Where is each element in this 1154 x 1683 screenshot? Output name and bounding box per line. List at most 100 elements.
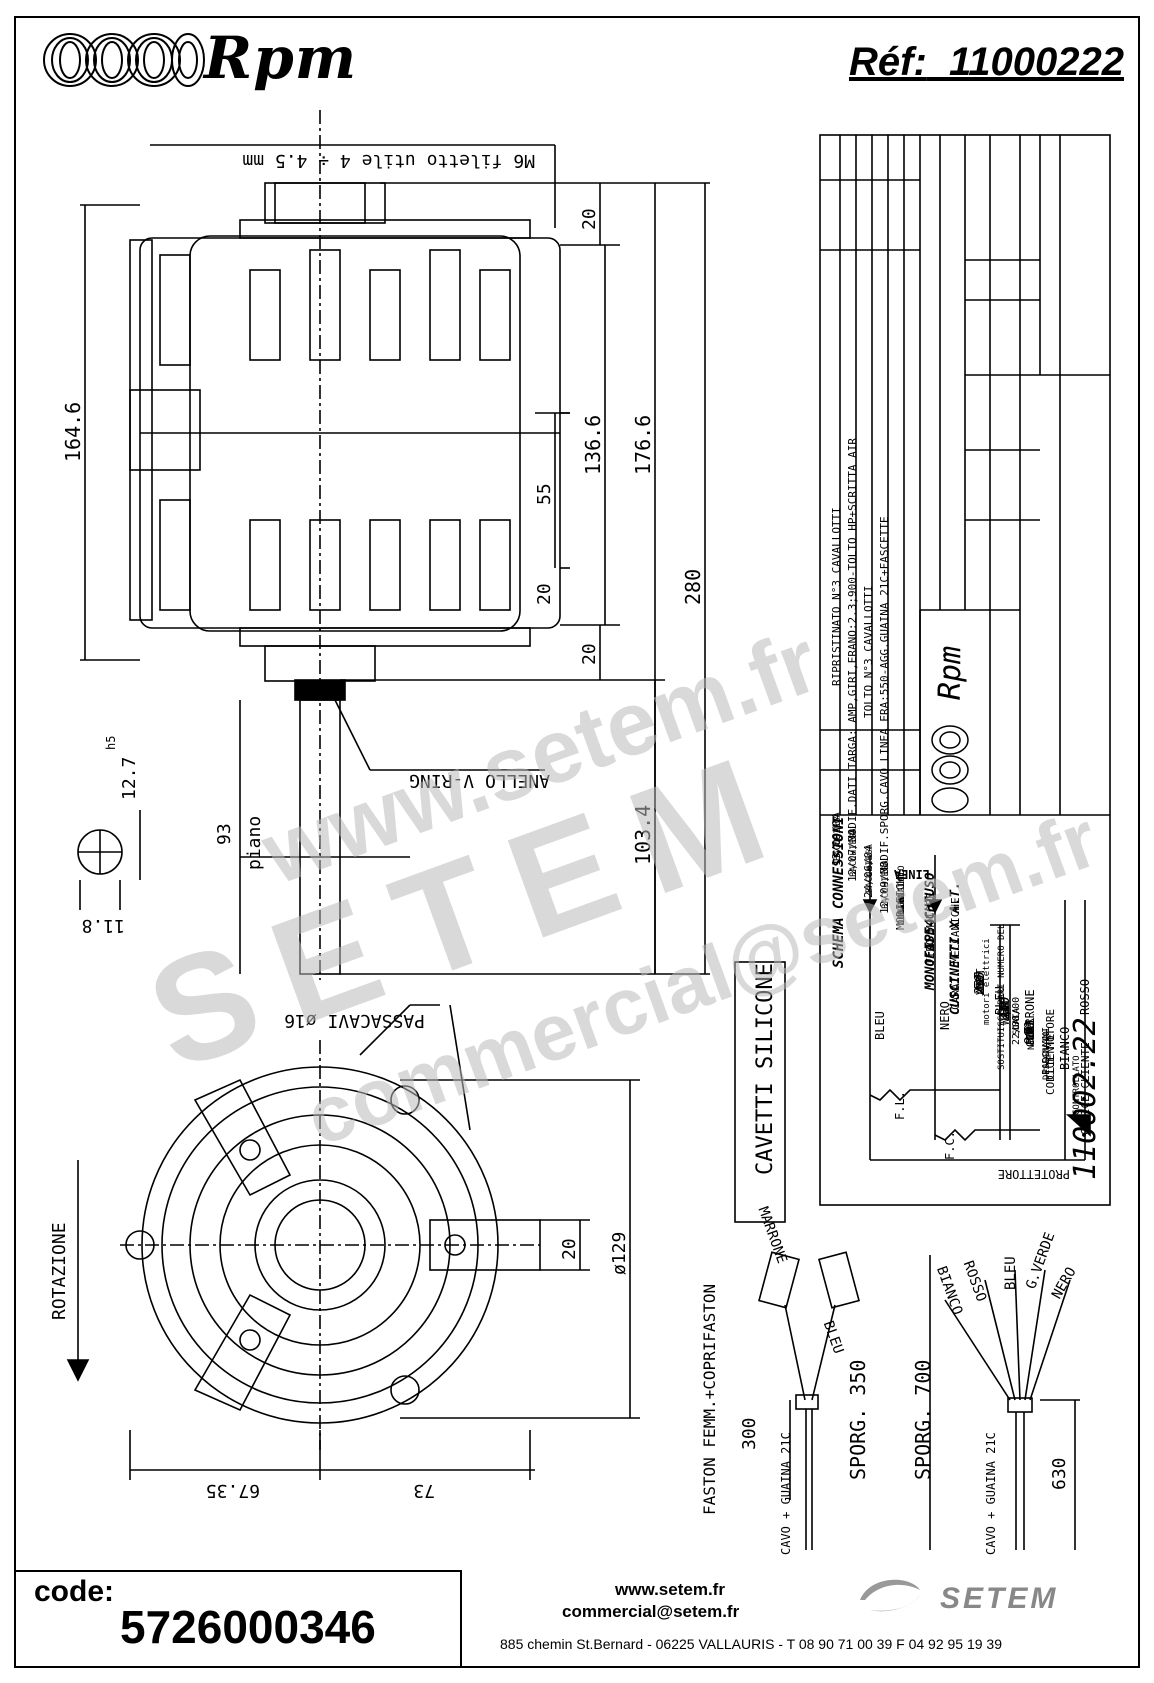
dim-11-8: 11.8 xyxy=(82,915,125,936)
code-value: 5726000346 xyxy=(120,1601,376,1653)
controllato-label: CONTROLLATO xyxy=(1072,1055,1082,1115)
hz-value: 50 xyxy=(973,974,988,990)
setem-logo: SETEM xyxy=(940,1582,1059,1615)
data-value: 22/08/00 xyxy=(1011,997,1022,1045)
watt-value: 248 xyxy=(998,996,1013,1020)
footer-email[interactable]: commercial@setem.fr xyxy=(562,1602,740,1621)
disegnato-value: PADOVANI xyxy=(1041,1027,1052,1075)
mod-7-chk: - xyxy=(862,866,875,873)
anello-label: ANELLO V-RING xyxy=(409,770,550,791)
amp-label: AMP. xyxy=(974,969,987,996)
mod-8-by: BACCHIEGA xyxy=(849,828,859,877)
mod-9: RIPRISTINATO N°3 CAVALLOTTI xyxy=(830,507,843,686)
sostituisce-value: - xyxy=(994,998,1007,1005)
thread-note: M6 filetto utile 4 ÷ 4.5 mm xyxy=(242,150,535,171)
code-box xyxy=(14,1570,462,1668)
dim-20-side: 20 xyxy=(559,1238,580,1260)
sostituisce-label: SOSTITUISCE PARI NUMERO DEL xyxy=(997,924,1007,1070)
carat-label: CARAT. MECCANICHE xyxy=(949,897,962,1010)
hp-label: HP xyxy=(999,1001,1012,1015)
footer-website[interactable]: www.setem.fr xyxy=(615,1580,725,1599)
amp-value: 2.5 xyxy=(973,971,988,995)
cavo-guaina-1: CAVO + GUAINA 21C xyxy=(779,1432,793,1555)
wire-bleu: BLEU xyxy=(1003,1256,1019,1290)
dim-20-top: 20 xyxy=(579,208,600,230)
wire-bianco: BIANCO xyxy=(1058,1027,1072,1070)
dim-300: 300 xyxy=(739,1417,760,1450)
title-block-rpm-logo xyxy=(931,725,969,813)
nvel-label: N° VEL. xyxy=(1027,1012,1037,1050)
linea-label: LINEA xyxy=(893,867,930,881)
rotazione-label: ROTAZIONE xyxy=(49,1222,70,1320)
uf-label: μF xyxy=(999,1002,1012,1015)
rpm-logo-coils xyxy=(43,33,205,87)
dim-73: 73 xyxy=(413,1480,435,1501)
mod-9-by: BACCHIEGA xyxy=(833,812,843,861)
wire-bianco: BIANCO xyxy=(933,1264,965,1317)
data-label: DATA xyxy=(1012,1008,1022,1030)
mod-6-by: BACCHIEGA xyxy=(881,860,891,909)
tipo-motore: MONOFASE CHIUSO xyxy=(923,872,938,991)
ip-rating: IP54 xyxy=(923,919,938,950)
hdr-data: DATA xyxy=(897,893,907,915)
piano-label: piano xyxy=(244,816,265,870)
giri-value: 860 xyxy=(1023,1021,1038,1045)
vc-value: 450 xyxy=(998,996,1013,1020)
hp-value: - xyxy=(999,1003,1012,1010)
disegnato-label: DISEGNATO xyxy=(1042,1031,1052,1080)
footer-address: 885 chemin St.Bernard - 06225 VALLAURIS … xyxy=(500,1636,1002,1652)
drawing-sheet xyxy=(14,16,1140,1668)
controllato-value: - xyxy=(1069,1073,1082,1080)
schema-title: SCHEMA CONNESSIONI xyxy=(831,816,847,968)
dim-164-6: 164.6 xyxy=(61,402,85,462)
dim-h5: h5 xyxy=(104,736,118,750)
reference-number: Réf: 11000222 xyxy=(848,40,1124,84)
cl-value: F xyxy=(1023,1026,1038,1035)
dim-630: 630 xyxy=(1049,1457,1070,1490)
nvel-value: 1 xyxy=(1023,1027,1038,1035)
vc-label: VC xyxy=(999,1002,1012,1015)
wire-rosso: ROSSO xyxy=(1078,979,1092,1015)
mod-8: MODIF.DATI TARGA: AMP,GIRI,ERANO:2.3;900… xyxy=(846,438,859,842)
hdr-controllato: CONTROLLATO xyxy=(897,865,907,925)
fl-label: F.L. xyxy=(893,1091,907,1120)
mod-7: TOLTO N°3 CAVALLOTTI xyxy=(862,586,875,718)
dim-93: 93 xyxy=(214,823,235,845)
logo-sub: motori elettrici xyxy=(982,938,992,1025)
dim-129: ø129 xyxy=(609,1232,630,1275)
tipo-motore-label: TIPO MOTORE xyxy=(924,892,937,965)
dim-136-6: 136.6 xyxy=(581,415,605,475)
uf-value: 8 xyxy=(998,1002,1013,1010)
brand-name: Rpm xyxy=(204,24,358,92)
setem-swoosh-icon xyxy=(860,1579,920,1612)
poli-value: 6 xyxy=(1023,1027,1038,1035)
codice-cliente-label: CODICE CLIENTE xyxy=(1079,1042,1092,1135)
faston-label: FASTON FEMM.+COPRIFASTON xyxy=(700,1284,719,1515)
mod-6-chk: - xyxy=(878,882,891,889)
dim-350: SPORG. 350 xyxy=(846,1360,870,1480)
scala-label: SCALA xyxy=(1012,1007,1022,1035)
dim-280: 280 xyxy=(681,569,705,605)
fc-label: F.C. xyxy=(943,1131,957,1160)
wire-nero: NERO xyxy=(1049,1265,1080,1302)
mod-7-date: 24/06/04 xyxy=(862,845,875,898)
title-block-brand: Rpm xyxy=(933,646,968,700)
dim-176-6: 176.6 xyxy=(631,415,655,475)
volt-label: VOLT xyxy=(974,968,987,995)
mod-6-date: 12/09/03 xyxy=(878,861,891,914)
passacavi-label: PASSACAVI ø16 xyxy=(284,1010,425,1031)
hdr-disegnato: DISEGNATO xyxy=(897,876,907,925)
dim-55: 55 xyxy=(534,483,555,505)
wire-bleu-2: BLEU xyxy=(993,986,1007,1015)
mod-8-date: 12/07/04 xyxy=(846,829,859,882)
dim-103-4: 103.4 xyxy=(631,805,655,865)
mod-9-date: 13/09/04 xyxy=(830,813,843,866)
cavetti-label: CAVETTI SILICONE xyxy=(753,963,778,1175)
watt-label: WATT xyxy=(999,998,1012,1025)
dim-700: SPORG. 700 xyxy=(911,1360,935,1480)
mod-6: MODIF.SPORG.CAVO LINEA ERA:550-AGG.GUAIN… xyxy=(878,516,891,874)
hdr-ind: IND xyxy=(897,894,907,910)
wire-verde: G.VERDE xyxy=(1023,1230,1058,1291)
hz-label: HZ xyxy=(974,976,987,990)
